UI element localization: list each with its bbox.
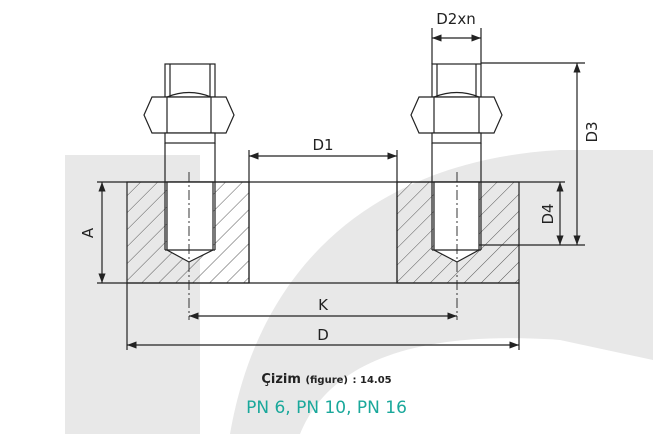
label-d: D <box>317 326 329 344</box>
caption-note: (figure) <box>305 375 348 386</box>
label-d3: D3 <box>583 121 601 142</box>
label-k: K <box>318 296 329 314</box>
caption-title: Çizim <box>261 372 301 387</box>
label-d1: D1 <box>312 136 333 154</box>
label-a: A <box>79 227 97 238</box>
figure-caption: Çizim (figure) : 14.05 <box>0 372 653 387</box>
caption-number: : 14.05 <box>352 375 392 386</box>
pressure-rating: PN 6, PN 10, PN 16 <box>246 398 407 418</box>
label-d4: D4 <box>539 203 557 224</box>
label-d2xn: D2xn <box>436 10 475 28</box>
